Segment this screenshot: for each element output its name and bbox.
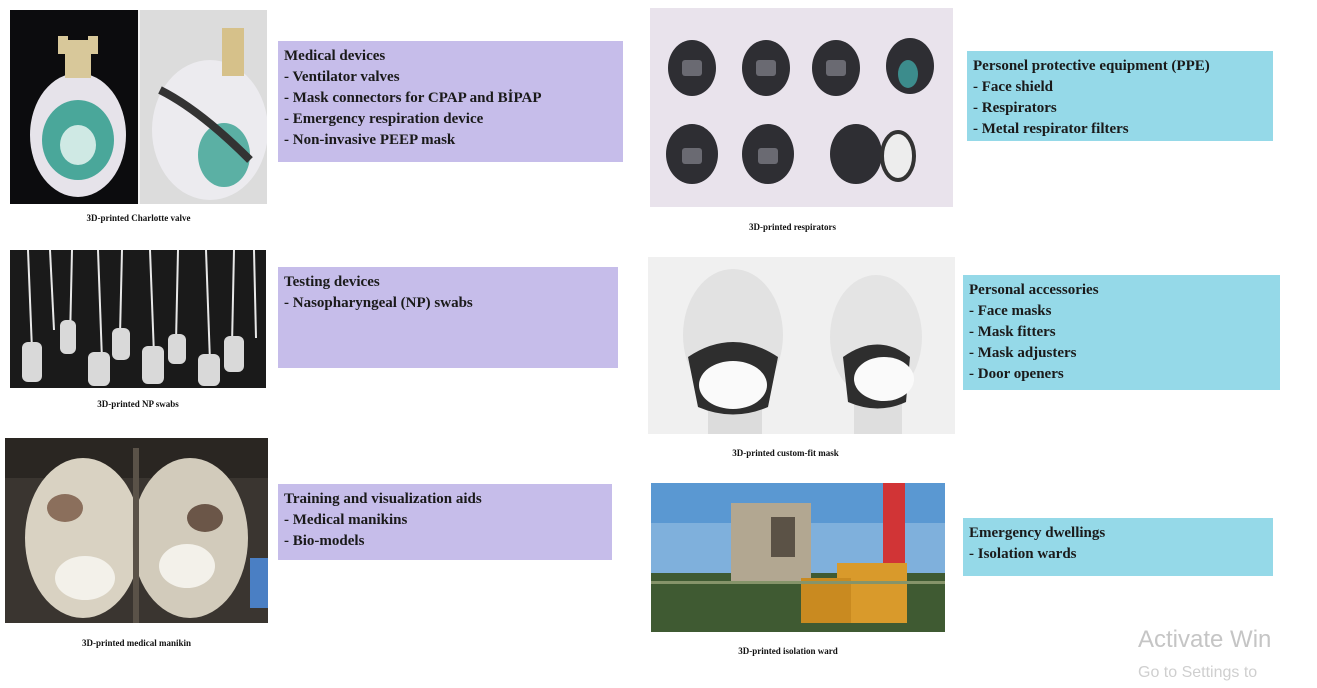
category-item: - Face masks [969, 303, 1052, 319]
category-title: Personel protective equipment (PPE) [973, 58, 1210, 74]
category-item: - Respirators [973, 100, 1057, 116]
category-item: - Isolation wards [969, 546, 1077, 562]
category-item: - Ventilator valves [284, 69, 400, 85]
medical-devices-box: Medical devices - Ventilator valves - Ma… [278, 41, 623, 162]
isolation-ward-photo [651, 483, 945, 632]
training-aids-box: Training and visualization aids - Medica… [278, 484, 612, 560]
go-to-settings-watermark: Go to Settings to [1138, 664, 1258, 681]
category-title: Testing devices [284, 274, 380, 290]
isolation-ward-caption: 3D-printed isolation ward [738, 646, 838, 656]
category-item: - Nasopharyngeal (NP) swabs [284, 295, 473, 311]
np-swabs-icon [10, 250, 266, 388]
charlotte-valve-caption: 3D-printed Charlotte valve [86, 213, 191, 223]
category-item: - Mask fitters [969, 324, 1056, 340]
activate-windows-watermark: Activate Win [1138, 626, 1272, 653]
custom-fit-mask-caption: 3D-printed custom-fit mask [732, 448, 839, 458]
category-title: Personal accessories [969, 282, 1099, 298]
medical-manikin-photo [5, 438, 268, 623]
category-title: Medical devices [284, 48, 386, 64]
category-item: - Mask connectors for CPAP and BİPAP [284, 90, 542, 106]
category-title: Training and visualization aids [284, 491, 482, 507]
respirators-icon [650, 8, 953, 207]
testing-devices-box: Testing devices - Nasopharyngeal (NP) sw… [278, 267, 618, 368]
ppe-box: Personel protective equipment (PPE) - Fa… [967, 51, 1273, 141]
category-item: - Door openers [969, 366, 1064, 382]
charlotte-valve-photo [10, 10, 267, 204]
custom-fit-mask-photo [648, 257, 955, 434]
category-item: - Medical manikins [284, 512, 408, 528]
category-item: - Face shield [973, 79, 1053, 95]
personal-accessories-box: Personal accessories - Face masks - Mask… [963, 275, 1280, 390]
medical-manikin-icon [5, 438, 268, 623]
respirators-photo [650, 8, 953, 207]
charlotte-valve-mask-icon [10, 10, 267, 204]
category-item: - Non-invasive PEEP mask [284, 132, 456, 148]
np-swabs-caption: 3D-printed NP swabs [97, 399, 179, 409]
category-item: - Metal respirator filters [973, 121, 1129, 137]
np-swabs-photo [10, 250, 266, 388]
medical-manikin-caption: 3D-printed medical manikin [81, 638, 191, 648]
custom-fit-mask-icon [648, 257, 955, 434]
category-item: - Mask adjusters [969, 345, 1077, 361]
respirators-caption: 3D-printed respirators [748, 222, 837, 232]
category-item: - Emergency respiration device [284, 111, 484, 127]
category-item: - Bio-models [284, 533, 365, 549]
emergency-dwellings-box: Emergency dwellings - Isolation wards [963, 518, 1273, 576]
isolation-ward-icon [651, 483, 945, 632]
category-title: Emergency dwellings [969, 525, 1106, 541]
